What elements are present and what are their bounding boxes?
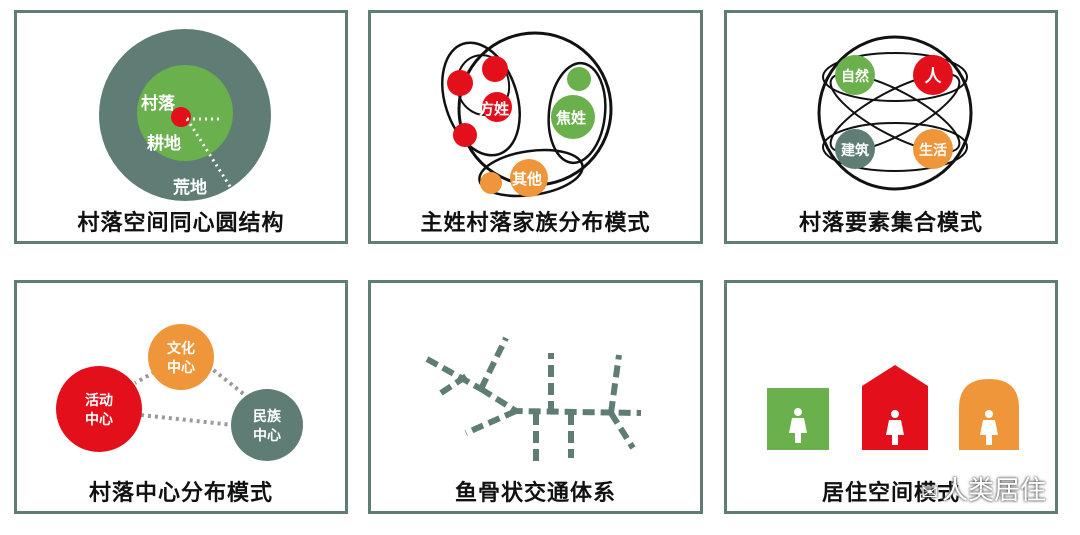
label-culture-1: 文化 <box>167 340 195 357</box>
outer-circle <box>817 35 973 191</box>
elements-diagram: 自然 人 建筑 生活 <box>817 35 973 191</box>
fang-dot <box>482 92 512 122</box>
person-icon <box>789 408 807 443</box>
fang-group <box>441 41 521 157</box>
panel-living: 居住空间模式 <box>724 280 1058 514</box>
label-other: 其他 <box>512 170 542 188</box>
person-icon <box>980 410 998 445</box>
nature-node <box>835 55 875 95</box>
panel-caption: 居住空间模式 <box>821 481 960 506</box>
panel-caption: 主姓村落家族分布模式 <box>420 211 651 236</box>
panel-concentric: 村落 耕地 荒地 村落空间同心圆结构 <box>14 10 348 244</box>
fang-dot <box>453 123 477 147</box>
panel-fishbone: 鱼骨状交通体系 <box>368 280 703 514</box>
activity-center <box>56 366 142 452</box>
set-ellipse <box>829 73 961 153</box>
living-diagram <box>767 365 1019 450</box>
watermark: ✉人类居住 <box>921 470 1046 507</box>
label-ethnic-1: 民族 <box>253 408 282 425</box>
life-node <box>913 129 953 169</box>
label-life: 生活 <box>919 142 947 159</box>
label-farmland: 耕地 <box>147 133 181 154</box>
other-dot <box>480 172 502 194</box>
jiao-dot <box>567 67 591 91</box>
ethnic-center <box>231 389 303 461</box>
panel-caption: 鱼骨状交通体系 <box>454 481 616 506</box>
set-ellipse <box>829 73 961 153</box>
panel-elements: 自然 人 建筑 生活 村落要素集合模式 <box>724 10 1058 244</box>
set-ellipse <box>822 122 968 172</box>
set-ellipse <box>822 52 968 102</box>
label-fang: 方姓 <box>479 100 509 118</box>
village-core <box>171 107 191 127</box>
panel-caption: 村落空间同心圆结构 <box>77 211 285 236</box>
road <box>439 370 473 396</box>
people-node <box>913 55 953 95</box>
other-dot <box>510 159 548 197</box>
label-wasteland: 荒地 <box>172 177 207 198</box>
wechat-icon: ✉ <box>921 480 938 504</box>
label-jiao: 焦姓 <box>555 109 586 127</box>
radius-line <box>185 118 233 189</box>
panel-caption: 村落中心分布模式 <box>88 481 273 506</box>
centers-diagram: 文化 中心 活动 中心 民族 中心 <box>56 324 303 461</box>
building-node <box>835 129 875 169</box>
label-activity-1: 活动 <box>85 392 113 409</box>
panel-centers: 文化 中心 活动 中心 民族 中心 村落中心分布模式 <box>14 280 348 514</box>
road <box>608 411 636 450</box>
label-culture-2: 中心 <box>167 359 195 376</box>
connector <box>140 413 234 427</box>
connector <box>195 355 257 405</box>
road <box>464 408 518 436</box>
jiao-group <box>547 61 607 165</box>
fang-dot <box>482 56 508 82</box>
watermark-text: 人类居住 <box>941 476 1046 506</box>
label-village: 村落 <box>141 93 176 114</box>
fang-dot <box>447 70 473 96</box>
road <box>608 354 622 414</box>
panel-clan: 方姓 焦姓 其他 主姓村落家族分布模式 <box>368 10 703 244</box>
person-icon <box>886 410 904 445</box>
road <box>478 336 509 391</box>
label-building: 建筑 <box>841 142 869 159</box>
concentric-diagram: 村落 耕地 荒地 <box>99 29 271 201</box>
label-ethnic-2: 中心 <box>253 427 281 444</box>
clan-diagram: 方姓 焦姓 其他 <box>441 31 613 198</box>
label-people: 人 <box>925 67 943 87</box>
culture-center <box>148 324 214 390</box>
label-activity-2: 中心 <box>85 411 113 428</box>
label-nature: 自然 <box>841 68 869 85</box>
fishbone-diagram <box>425 336 642 461</box>
panel-caption: 村落要素集合模式 <box>798 211 983 236</box>
jiao-dot <box>551 95 595 139</box>
road <box>425 356 483 392</box>
main-road <box>479 386 642 416</box>
gable-house <box>862 365 928 450</box>
